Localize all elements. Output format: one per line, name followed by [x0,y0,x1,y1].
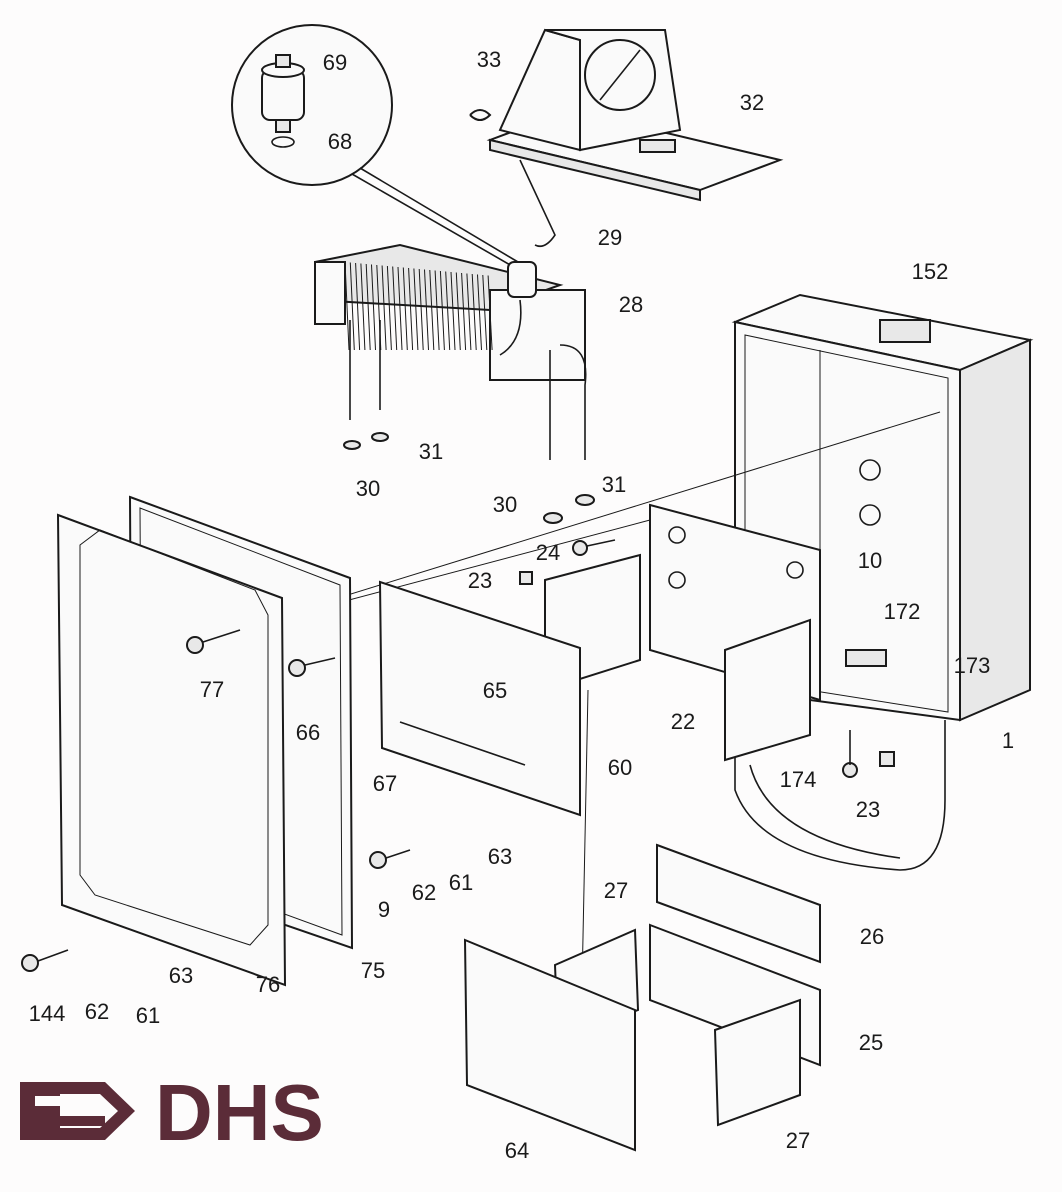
part-label: 26 [859,924,885,949]
part-label: 27 [603,878,629,903]
washers-30-31 [343,432,595,524]
part-label: 23 [855,797,881,822]
part-label: 30 [492,492,518,517]
part-label: 144 [28,1001,66,1026]
heat-exchanger-fin [386,265,392,351]
part-label: 61 [135,1003,161,1028]
part-label: 75 [360,958,386,983]
part-label: 30 [355,476,381,501]
part-label: 25 [858,1030,884,1055]
part-label: 27 [785,1128,811,1153]
front-panel-76 [56,513,287,987]
heat-exchanger-fin [402,267,408,351]
heat-exchanger-fin [455,272,461,351]
heat-exchanger-fin [471,273,477,351]
heat-exchanger-fin [381,265,387,351]
part-label: 173 [953,653,991,678]
heat-exchanger-fin [424,269,429,351]
part-label: 174 [779,767,817,792]
part-label: 152 [911,259,949,284]
part-label: 10 [857,548,883,573]
part-label: 64 [504,1138,530,1163]
part-label: 31 [601,472,627,497]
part-label: 68 [327,129,353,154]
part-label: 63 [168,963,194,988]
part-label: 69 [322,50,348,75]
heat-exchanger-fin [482,274,488,351]
part-label: 28 [618,292,644,317]
part-label: 24 [535,540,561,565]
svg-text:DHS: DHS [155,1068,324,1157]
part-label: 32 [739,90,765,115]
heat-exchanger-fin [349,262,355,351]
heat-exchanger-fin [392,266,398,351]
part-label: 29 [597,225,623,250]
part-label: 31 [418,439,444,464]
heat-exchanger-fin [434,270,440,351]
part-label: 63 [487,844,513,869]
heat-exchanger-fin [418,268,424,351]
heat-exchanger-fin [445,271,451,351]
heat-exchanger-fin [397,266,403,351]
panels-25-26-27-64 [463,843,821,1152]
heat-exchanger-fin [450,271,456,351]
part-label: 60 [607,755,633,780]
heat-exchanger-fin [413,268,419,351]
part-label: 76 [255,972,281,997]
screws [21,539,895,972]
part-label: 65 [482,678,508,703]
part-label: 172 [883,599,921,624]
part-label: 62 [84,999,110,1024]
heat-exchanger-fin [439,270,445,351]
part-label: 9 [377,897,391,922]
heat-exchanger-fin [477,274,482,351]
heat-exchanger-fin [371,264,376,351]
part-label: 77 [199,677,225,702]
flue-hood-32 [469,28,784,248]
part-label: 33 [476,47,502,72]
heat-exchanger-fin [408,267,414,351]
part-label: 22 [670,709,696,734]
part-label: 1 [1001,728,1015,753]
heat-exchanger-fin [487,275,493,351]
dhs-logo: DHS [20,1068,324,1157]
heat-exchanger-fin [461,272,467,351]
part-label: 66 [295,720,321,745]
heat-exchanger-fin [344,261,350,351]
heat-exchanger-fin [360,263,366,351]
heat-exchanger-fin [365,263,371,351]
part-label: 67 [372,771,398,796]
panel-60 [378,580,589,1086]
heat-exchanger-fin [466,273,472,351]
heat-exchanger-fin [355,262,361,351]
heat-exchanger-28 [314,243,587,460]
air-vent-detail [231,24,519,267]
part-label: 62 [411,880,437,905]
part-label: 23 [467,568,493,593]
part-label: 61 [448,870,474,895]
heat-exchanger-fin [429,269,435,351]
